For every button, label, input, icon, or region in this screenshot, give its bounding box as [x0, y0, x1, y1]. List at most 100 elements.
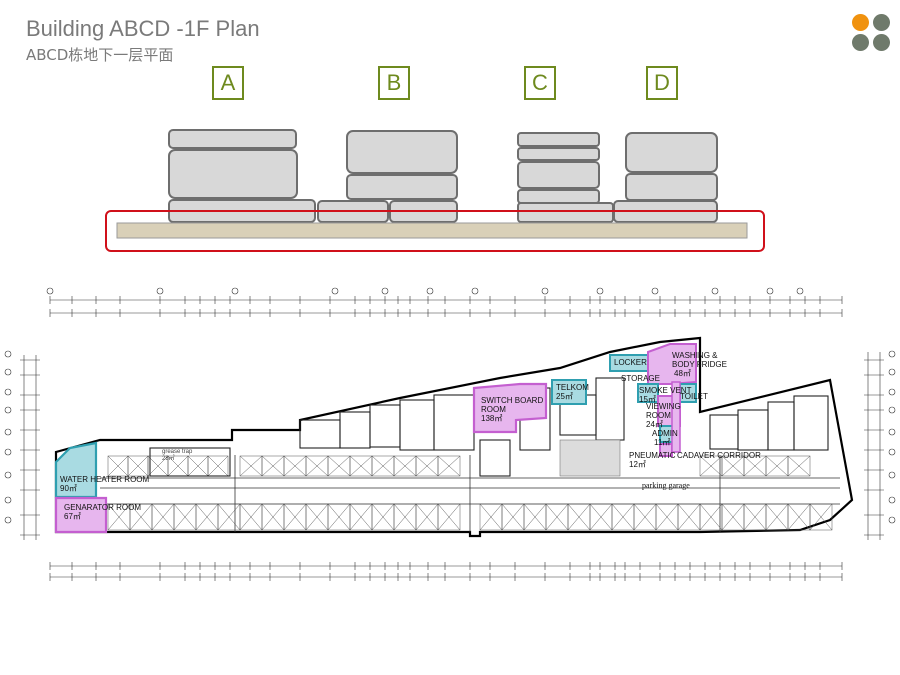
viewing-room-area: 24㎡ [646, 420, 663, 429]
grease-trap-label: grease trap [162, 449, 193, 455]
grid-bubble [888, 516, 896, 524]
building-label-d[interactable]: D [646, 66, 678, 100]
grid-bubble [596, 287, 604, 295]
grid-bubble [888, 428, 896, 436]
parking-stall-cross [743, 503, 767, 531]
parking-stall-cross [261, 455, 285, 477]
grid-bubble [4, 471, 12, 479]
parking-stall-cross [107, 503, 131, 531]
storage-room-label: STORAGE [621, 374, 660, 383]
parking-stall-cross [523, 503, 547, 531]
grid-bubble [4, 428, 12, 436]
building-c-floor [517, 147, 600, 161]
parking-stall-cross [567, 503, 591, 531]
parking-stall-cross [787, 455, 811, 477]
parking-stall-cross [107, 455, 129, 477]
parking-stall-cross [415, 455, 439, 477]
grid-bubble [471, 287, 479, 295]
grid-bubble [4, 368, 12, 376]
parking-stall-cross [721, 455, 745, 477]
parking-stall [787, 455, 811, 477]
parking-stall-cross [809, 503, 833, 531]
grid-bubble [381, 287, 389, 295]
parking-stall-cross [633, 503, 657, 531]
building-label-c[interactable]: C [524, 66, 556, 100]
generator-room-area: 67㎡ [64, 512, 81, 521]
parking-stall-cross [699, 503, 723, 531]
page-subtitle: ABCD栋地下一层平面 [26, 46, 174, 64]
grid-bubble [888, 406, 896, 414]
parking-stall-cross [677, 503, 701, 531]
cadaver-corridor [671, 381, 681, 453]
grid-bubble [231, 287, 239, 295]
grid-bubble [711, 287, 719, 295]
parking-stall [437, 503, 461, 531]
building-section-diagram [105, 129, 765, 252]
toilet-label: TOILET [680, 392, 708, 401]
building-d-floor [625, 132, 718, 173]
grid-bubble [426, 287, 434, 295]
grid-bubble [796, 287, 804, 295]
building-label-b[interactable]: B [378, 66, 410, 100]
cadaver-corridor-label: CADAVER CORRIDOR [677, 451, 761, 460]
parking-stall-cross [501, 503, 525, 531]
parking-stall-cross [129, 503, 153, 531]
switch-board-room-area: 138㎡ [481, 414, 502, 423]
admin-label: ADMIN [652, 429, 678, 438]
building-c-floor [517, 161, 600, 189]
parking-stall [437, 455, 461, 477]
parking-stall-cross [437, 503, 461, 531]
switch-board-room [472, 382, 548, 434]
parking-stall-cross [349, 503, 373, 531]
parking-stall-cross [239, 503, 263, 531]
parking-stall-cross [545, 503, 569, 531]
viewing-room-label-2: ROOM [646, 411, 671, 420]
parking-stall-cross [371, 503, 395, 531]
grid-bubble [4, 350, 12, 358]
parking-stall-cross [655, 503, 679, 531]
parking-stall-cross [207, 455, 229, 477]
grid-bubble [46, 287, 54, 295]
building-label-a[interactable]: A [212, 66, 244, 100]
water-heater-room-label: WATER HEATER ROOM [60, 475, 150, 484]
parking-stall-cross [589, 503, 613, 531]
parking-stall-cross [699, 455, 723, 477]
admin-area: 11㎡ [654, 438, 670, 447]
basement-highlight-frame [105, 210, 765, 252]
partition [793, 395, 829, 451]
building-b-floor [346, 174, 458, 200]
generator-room [54, 496, 108, 534]
locker-room-label: LOCKER [614, 358, 647, 367]
grid-bubble [651, 287, 659, 295]
floor-plan-outline [54, 336, 854, 538]
parking-stall-cross [479, 503, 503, 531]
smoke-vent-label: SMOKE VENT [639, 386, 692, 395]
parking-stall-cross [787, 503, 811, 531]
washing-room-label-1: WASHING & [672, 351, 718, 360]
viewing-room-label-1: VIEWING [646, 402, 681, 411]
grease-trap-area: 28㎡ [162, 454, 175, 462]
grid-bubble [888, 388, 896, 396]
parking-stall-cross [127, 455, 149, 477]
parking-stall-cross [437, 455, 461, 477]
parking-stall-cross [239, 455, 263, 477]
parking-stall-cross [371, 455, 395, 477]
parking-stall-cross [765, 503, 789, 531]
brand-dot-orange [852, 14, 869, 31]
parking-stall-cross [349, 455, 373, 477]
water-heater-room [54, 441, 98, 499]
grid-bubble [156, 287, 164, 295]
brand-logo-dots [852, 14, 892, 54]
brand-dot-grey-2 [852, 34, 869, 51]
grid-bubble [4, 448, 12, 456]
parking-stall-cross [327, 455, 351, 477]
switch-board-room-label-2: ROOM [481, 405, 506, 414]
washing-room-label-2: BODY FRIDGE [672, 360, 727, 369]
grid-bubble [541, 287, 549, 295]
parking-stall-cross [261, 503, 285, 531]
parking-stall-cross [721, 503, 745, 531]
parking-garage-label: parking garage [642, 481, 690, 490]
building-b-floor [346, 130, 458, 174]
grid-bubble [4, 516, 12, 524]
